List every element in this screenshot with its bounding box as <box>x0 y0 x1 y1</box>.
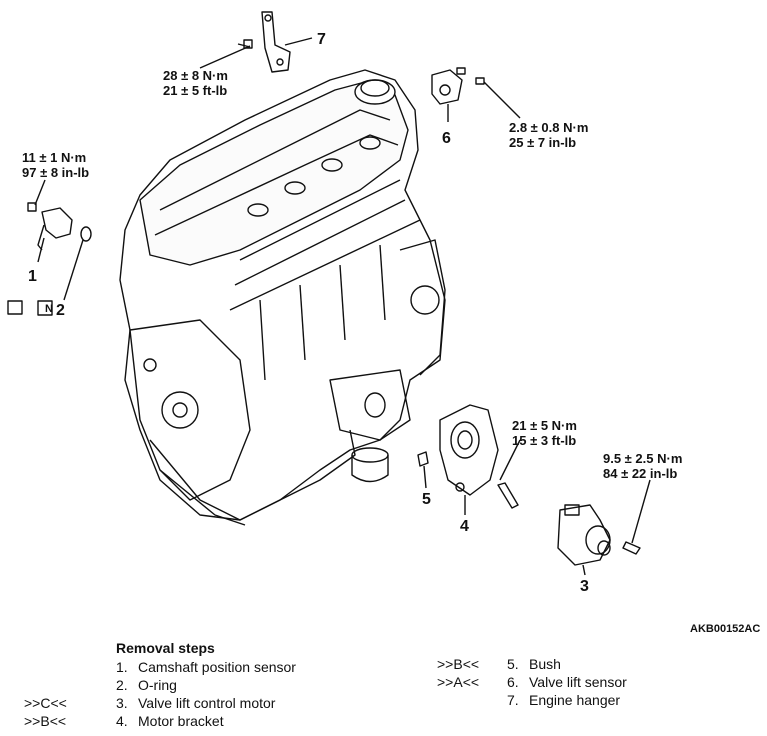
bush-part <box>417 451 429 489</box>
valve-lift-sensor-part <box>431 67 521 122</box>
svg-text:97 ± 8 in-lb: 97 ± 8 in-lb <box>22 165 89 180</box>
part-number-4: 4 <box>460 518 469 535</box>
engine-assembly <box>119 69 446 526</box>
part-number-1: 1 <box>28 268 37 285</box>
step-row: >>B<<4.Motor bracket <box>24 713 224 729</box>
svg-text:25 ± 7 in-lb: 25 ± 7 in-lb <box>509 135 576 150</box>
svg-text:21 ± 5 ft-lb: 21 ± 5 ft-lb <box>163 83 227 98</box>
torque-callout-6: 2.8 ± 0.8 N·m 25 ± 7 in-lb <box>509 120 588 150</box>
step-row: 2.O-ring <box>116 677 177 693</box>
part-number-6: 6 <box>442 130 451 147</box>
svg-text:2.8 ± 0.8 N·m: 2.8 ± 0.8 N·m <box>509 120 588 135</box>
engine-hanger-part <box>199 11 313 73</box>
removal-steps-right: >>B<<5.Bush >>A<<6.Valve lift sensor 7.E… <box>437 655 627 709</box>
step-row: >>B<<5.Bush <box>437 656 561 672</box>
camshaft-position-sensor-part <box>27 179 92 301</box>
svg-text:84 ± 22 in-lb: 84 ± 22 in-lb <box>603 466 677 481</box>
part-number-7: 7 <box>317 31 326 48</box>
svg-text:15 ± 3 ft-lb: 15 ± 3 ft-lb <box>512 433 576 448</box>
torque-callout-7: 28 ± 8 N·m 21 ± 5 ft-lb <box>163 68 228 98</box>
removal-steps-left: 1.Camshaft position sensor 2.O-ring >>C<… <box>24 658 296 730</box>
removal-steps-title: Removal steps <box>116 640 215 656</box>
svg-text:9.5 ± 2.5 N·m: 9.5 ± 2.5 N·m <box>603 451 682 466</box>
step-row: >>C<<3.Valve lift control motor <box>24 695 276 711</box>
svg-text:21 ± 5 N·m: 21 ± 5 N·m <box>512 418 577 433</box>
part-number-5: 5 <box>422 491 431 508</box>
figure-code: AKB00152AC <box>690 623 760 635</box>
torque-callout-3: 9.5 ± 2.5 N·m 84 ± 22 in-lb <box>603 451 682 481</box>
engine-exploded-diagram: N 11 ± 1 N·m 97 ± 8 in-lb 28 ± 8 N·m 21 … <box>7 11 760 635</box>
step-row: 1.Camshaft position sensor <box>116 659 296 675</box>
part-number-3: 3 <box>580 578 589 595</box>
replace-symbol: N <box>45 303 53 315</box>
svg-text:28 ± 8 N·m: 28 ± 8 N·m <box>163 68 228 83</box>
step-row: >>A<<6.Valve lift sensor <box>437 674 627 690</box>
step-row: 7.Engine hanger <box>507 692 621 708</box>
motor-bracket-part <box>439 404 521 515</box>
valve-lift-control-motor-part <box>557 479 651 576</box>
svg-text:11 ± 1 N·m: 11 ± 1 N·m <box>22 150 86 165</box>
torque-callout-4: 21 ± 5 N·m 15 ± 3 ft-lb <box>512 418 577 448</box>
part-number-2: 2 <box>56 302 65 319</box>
torque-callout-1: 11 ± 1 N·m 97 ± 8 in-lb <box>22 150 89 180</box>
